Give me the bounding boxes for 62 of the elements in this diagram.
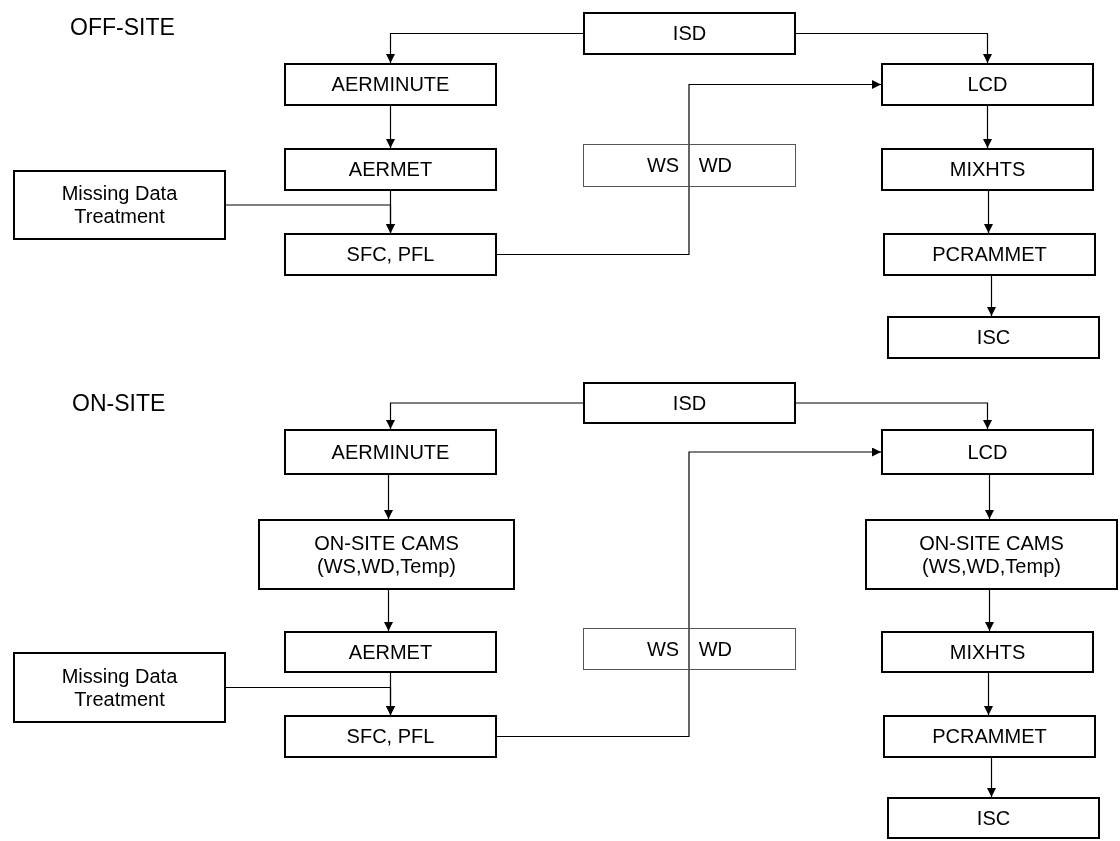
process-box — [583, 382, 796, 424]
box-text: ON-SITE CAMS (WS,WD,Temp) — [918, 531, 1065, 578]
arrow — [384, 474, 393, 520]
arrow — [984, 672, 993, 716]
process-box — [883, 715, 1096, 758]
arrow — [386, 105, 395, 149]
arrow — [225, 686, 395, 716]
process-box — [284, 715, 497, 758]
box-text: LCD — [966, 73, 1009, 96]
arrow — [795, 32, 992, 64]
arrow — [985, 589, 994, 632]
edge-label: WS WD — [583, 144, 796, 187]
arrow — [386, 402, 584, 430]
section-heading: ON-SITE — [72, 390, 166, 417]
box-text: AERMET — [347, 158, 434, 181]
process-box — [284, 631, 497, 673]
arrow — [496, 80, 882, 256]
box-text: Missing Data Treatment — [60, 664, 179, 711]
box-text: MIXHTS — [948, 158, 1027, 181]
arrow — [386, 32, 584, 64]
arrow — [496, 447, 882, 738]
process-box — [881, 63, 1094, 106]
edge-label: WS WD — [583, 628, 796, 670]
box-text: ISC — [975, 806, 1012, 830]
process-box — [887, 797, 1100, 839]
process-box — [865, 519, 1118, 590]
process-box — [883, 233, 1096, 276]
process-box — [284, 429, 497, 475]
box-text: Missing Data Treatment — [60, 182, 179, 228]
arrow — [984, 190, 993, 234]
arrow — [384, 589, 393, 632]
process-box — [887, 316, 1100, 359]
box-text: LCD — [966, 440, 1009, 464]
box-text: PCRAMMET — [931, 243, 1048, 266]
box-text: AERMINUTE — [330, 73, 451, 96]
box-text: PCRAMMET — [931, 725, 1048, 748]
arrow — [987, 275, 996, 317]
process-box — [13, 170, 226, 240]
arrow — [795, 402, 992, 430]
box-text: SFC, PFL — [345, 725, 436, 748]
box-text: ON-SITE CAMS (WS,WD,Temp) — [313, 531, 460, 578]
arrow — [983, 105, 992, 149]
box-text: ISD — [671, 22, 708, 45]
process-box — [284, 233, 497, 276]
arrow — [985, 474, 994, 520]
section-heading: OFF-SITE — [70, 14, 175, 41]
arrow — [225, 204, 395, 234]
process-box — [13, 652, 226, 723]
process-box — [284, 148, 497, 191]
process-box — [881, 429, 1094, 475]
arrow — [987, 757, 996, 798]
box-text: ISC — [975, 326, 1012, 349]
box-text: SFC, PFL — [345, 243, 436, 266]
process-box — [881, 148, 1094, 191]
box-text: ISD — [671, 391, 708, 415]
process-box — [258, 519, 515, 590]
box-text: AERMET — [347, 640, 434, 664]
box-text: AERMINUTE — [330, 440, 451, 464]
process-box — [881, 631, 1094, 673]
process-box — [284, 63, 497, 106]
box-text: MIXHTS — [948, 640, 1027, 664]
process-box — [583, 12, 796, 55]
